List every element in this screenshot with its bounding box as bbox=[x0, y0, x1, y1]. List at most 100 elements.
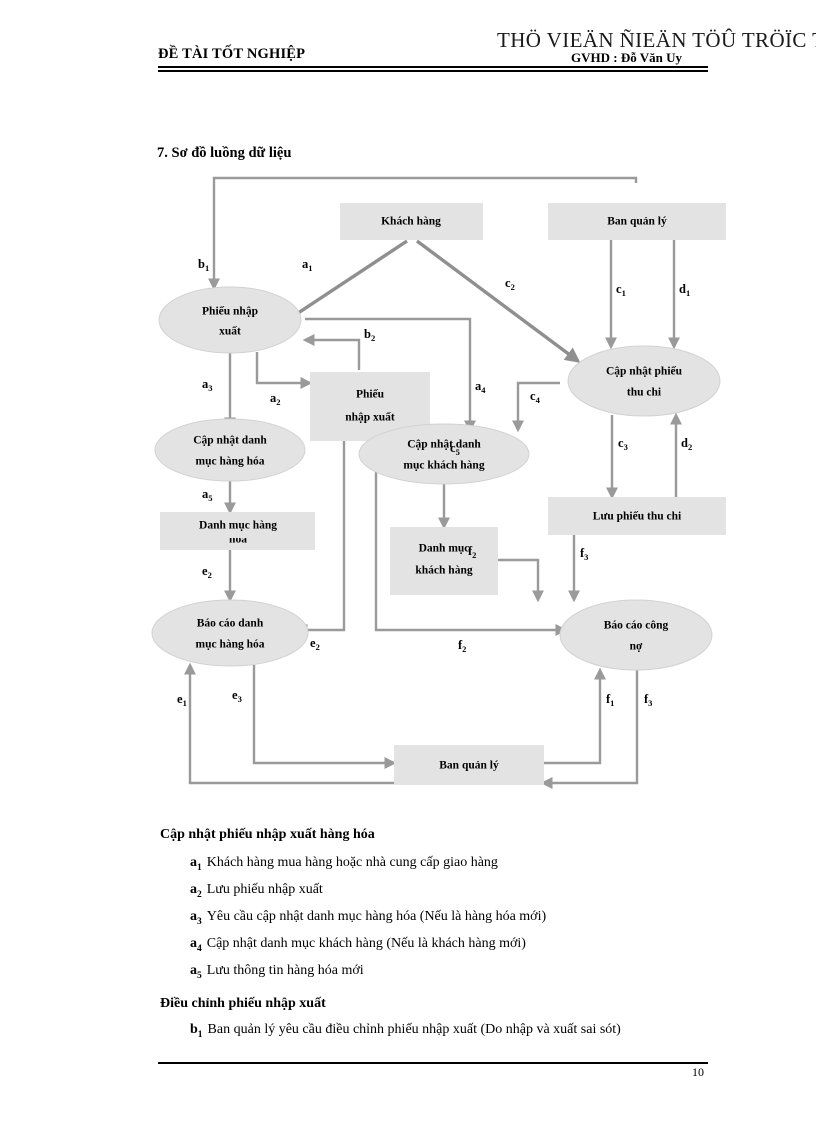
node-danh-muc-hang-hoa-line2-clipped: hóa bbox=[229, 534, 247, 546]
flow-line-e1 bbox=[184, 662, 394, 785]
node-bao-cao-cong-no-line2: nợ bbox=[630, 641, 643, 653]
node-phieu-nhap-xuat-store-line1: Phiếu bbox=[356, 388, 385, 401]
item-key: a1 bbox=[190, 855, 202, 873]
flow-label-c2: c2 bbox=[505, 276, 515, 292]
node-phieu-nhap-xuat-process-line2: xuất bbox=[219, 325, 241, 338]
flow-label-f3-lower: f3 bbox=[644, 692, 652, 708]
flow-line-e3 bbox=[252, 665, 397, 769]
svg-text:hóa: hóa bbox=[229, 534, 247, 546]
node-ban-quan-ly-bottom: Ban quản lý bbox=[394, 745, 544, 785]
node-luu-phieu-thu-chi-label: Lưu phiếu thu chi bbox=[593, 510, 682, 523]
node-danh-muc-khach-hang-line1: Danh mục bbox=[419, 543, 470, 555]
flow-label-a4: a4 bbox=[475, 379, 486, 395]
flow-label-b1: b1 bbox=[198, 257, 209, 273]
node-bao-cao-danh-muc-hang-hoa: Báo cáo danh mục hàng hóa bbox=[151, 599, 309, 667]
node-cap-nhat-phieu-thu-chi: Cập nhật phiếu thu chi bbox=[567, 345, 721, 417]
node-cap-nhat-danh-muc-hang-hoa-line2: mục hàng hóa bbox=[195, 456, 264, 468]
node-cap-nhat-phieu-thu-chi-line2: thu chi bbox=[627, 387, 662, 399]
node-ban-quan-ly-bottom-label: Ban quản lý bbox=[439, 760, 499, 772]
page-number: 10 bbox=[692, 1065, 704, 1079]
flow-label-c5: c5 bbox=[450, 441, 460, 457]
node-cap-nhat-danh-muc-hang-hoa-line1: Cập nhật danh bbox=[193, 435, 267, 447]
flow-label-c1: c1 bbox=[616, 282, 626, 298]
list-item: a3 Yêu cầu cập nhật danh mục hàng hóa (Nế… bbox=[190, 909, 546, 927]
item-text: Lưu phiếu nhập xuất bbox=[206, 882, 323, 897]
flow-line-e2-right bbox=[295, 420, 346, 636]
item-text: Lưu thông tin hàng hóa mới bbox=[206, 963, 364, 978]
list-item: a4 Cập nhật danh mục khách hàng (Nếu là k… bbox=[190, 936, 526, 954]
flow-line-f2-long bbox=[374, 420, 568, 636]
page-header: THÖ VIEÄN ÑIEÄN TÖÛ TRÖÏC TUYEÁN ĐỀ TÀI … bbox=[0, 0, 816, 80]
node-khach-hang: Khách hàng bbox=[340, 203, 483, 240]
flow-label-f3-upper: f3 bbox=[580, 546, 588, 562]
item-key: a5 bbox=[190, 963, 202, 981]
flow-label-a1: a1 bbox=[302, 257, 313, 273]
list-item: a1 Khách hàng mua hàng hoặc nhà cung cấp … bbox=[190, 855, 498, 873]
item-key: a2 bbox=[190, 882, 202, 900]
flow-label-d2: d2 bbox=[681, 436, 692, 452]
flow-line-c2 bbox=[415, 239, 581, 363]
node-bao-cao-cong-no-line1: Báo cáo công bbox=[604, 620, 669, 632]
node-khach-hang-label: Khách hàng bbox=[381, 216, 441, 228]
flow-label-a5: a5 bbox=[202, 487, 213, 503]
flow-label-f2-short: f2 bbox=[468, 544, 476, 560]
node-danh-muc-khach-hang: Danh mục khách hàng bbox=[390, 527, 498, 595]
flow-label-c3: c3 bbox=[618, 436, 628, 452]
node-cap-nhat-danh-muc-khach-hang-line1: Cập nhật danh bbox=[407, 439, 481, 451]
node-cap-nhat-phieu-thu-chi-line1: Cập nhật phiếu bbox=[606, 365, 683, 378]
item-key: a3 bbox=[190, 909, 202, 927]
flow-label-a2: a2 bbox=[270, 391, 281, 407]
node-cap-nhat-danh-muc-khach-hang-line2: mục khách hàng bbox=[403, 460, 484, 472]
flow-line-a2 bbox=[255, 352, 313, 389]
flow-line-a4 bbox=[305, 317, 476, 433]
node-luu-phieu-thu-chi: Lưu phiếu thu chi bbox=[548, 497, 726, 535]
header-rule-bottom bbox=[158, 70, 708, 72]
flow-line-b2 bbox=[302, 334, 361, 370]
item-text: Cập nhật danh mục khách hàng (Nếu là khá… bbox=[206, 936, 526, 951]
header-rule-top bbox=[158, 66, 708, 68]
flow-label-b2: b2 bbox=[364, 327, 375, 343]
node-bao-cao-cong-no: Báo cáo công nợ bbox=[559, 599, 713, 671]
node-cap-nhat-danh-muc-khach-hang: Cập nhật danh mục khách hàng bbox=[358, 423, 530, 485]
node-cap-nhat-danh-muc-hang-hoa: Cập nhật danh mục hàng hóa bbox=[154, 418, 306, 482]
node-bao-cao-danh-muc-hang-hoa-line2: mục hàng hóa bbox=[195, 639, 264, 651]
flow-line-b1 bbox=[208, 176, 638, 291]
node-phieu-nhap-xuat-store-line2: nhập xuất bbox=[345, 411, 395, 424]
content-heading-a: Cập nhật phiếu nhập xuất hàng hóa bbox=[160, 827, 375, 842]
flow-line-a1 bbox=[280, 239, 408, 325]
flow-line-f2-short bbox=[493, 558, 544, 603]
node-danh-muc-hang-hoa-line1: Danh mục hàng bbox=[199, 520, 277, 532]
library-watermark-text: THÖ VIEÄN ÑIEÄN TÖÛ TRÖÏC TUYEÁN bbox=[497, 28, 816, 52]
flow-label-a3: a3 bbox=[202, 377, 213, 393]
item-text: Yêu cầu cập nhật danh mục hàng hóa (Nếu … bbox=[206, 909, 547, 924]
flow-line-c4 bbox=[512, 381, 560, 433]
flow-label-c4: c4 bbox=[530, 389, 541, 405]
content-heading-b: Điều chỉnh phiếu nhập xuất bbox=[160, 996, 326, 1011]
list-item: a2 Lưu phiếu nhập xuất bbox=[190, 882, 323, 900]
list-item: a5 Lưu thông tin hàng hóa mới bbox=[190, 963, 364, 981]
node-danh-muc-khach-hang-line2: khách hàng bbox=[415, 565, 472, 577]
flow-label-f2-long: f2 bbox=[458, 638, 466, 654]
flow-label-e2-left: e2 bbox=[202, 564, 212, 580]
supervisor-label: GVHD : Đỗ Văn Uy bbox=[571, 50, 682, 65]
flow-label-e1: e1 bbox=[177, 692, 187, 708]
node-ban-quan-ly-top: Ban quản lý bbox=[548, 203, 726, 240]
flow-label-e2-right: e2 bbox=[310, 636, 320, 652]
section-heading: 7. Sơ đồ luồng dữ liệu bbox=[157, 145, 292, 161]
list-item: b1 Ban quản lý yêu cầu điều chỉnh phiếu n… bbox=[190, 1022, 621, 1040]
flow-line-f1 bbox=[540, 667, 606, 765]
item-key: a4 bbox=[190, 936, 202, 954]
node-phieu-nhap-xuat-process: Phiếu nhập xuất bbox=[158, 286, 302, 354]
item-text: Khách hàng mua hàng hoặc nhà cung cấp gi… bbox=[206, 855, 498, 870]
flow-label-f1: f1 bbox=[606, 692, 614, 708]
footer-rule bbox=[158, 1062, 708, 1064]
item-key: b1 bbox=[190, 1022, 203, 1040]
node-danh-muc-hang-hoa: Danh mục hàng hóa bbox=[160, 512, 315, 550]
flow-label-e3: e3 bbox=[232, 688, 242, 704]
flow-label-d1: d1 bbox=[679, 282, 690, 298]
document-title: ĐỀ TÀI TỐT NGHIỆP bbox=[158, 46, 306, 62]
node-ban-quan-ly-top-label: Ban quản lý bbox=[607, 216, 667, 228]
data-flow-diagram: Khách hàng Ban quản lý Phiếu nhập xuất P… bbox=[150, 175, 750, 795]
item-text: Ban quản lý yêu cầu điều chỉnh phiếu nhậ… bbox=[207, 1022, 621, 1037]
node-bao-cao-danh-muc-hang-hoa-line1: Báo cáo danh bbox=[197, 618, 264, 630]
